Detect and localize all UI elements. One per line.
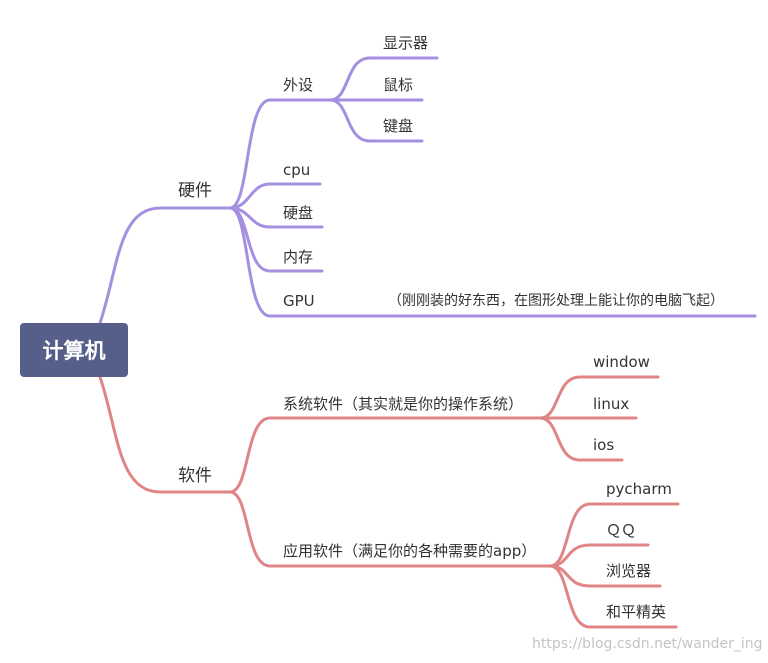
node-linux[interactable]: linux bbox=[593, 395, 630, 413]
node-peripheral[interactable]: 外设 bbox=[283, 76, 314, 94]
node-cpu[interactable]: cpu bbox=[283, 161, 311, 179]
link-system-window bbox=[538, 375, 660, 420]
link-app-game bbox=[548, 564, 678, 629]
node-qq[interactable]: ＱＱ bbox=[606, 521, 637, 539]
link-system-ios bbox=[538, 416, 624, 462]
node-memory[interactable]: 内存 bbox=[283, 248, 314, 266]
link-peripheral-keyboard bbox=[328, 98, 424, 143]
link-peripheral-monitor bbox=[328, 56, 439, 102]
node-gpu-note[interactable]: （刚刚装的好东西，在图形处理上能让你的电脑飞起） bbox=[388, 293, 724, 309]
root-node[interactable]: 计算机 bbox=[20, 323, 128, 377]
node-system-software[interactable]: 系统软件（其实就是你的操作系统） bbox=[283, 395, 524, 413]
node-game[interactable]: 和平精英 bbox=[606, 603, 667, 621]
link-software-application bbox=[228, 490, 552, 568]
node-ios[interactable]: ios bbox=[593, 436, 615, 454]
link-app-pycharm bbox=[548, 502, 680, 568]
link-software-system bbox=[228, 416, 542, 494]
link-hardware-gpu bbox=[228, 206, 757, 318]
node-gpu[interactable]: GPU bbox=[283, 292, 315, 310]
node-window[interactable]: window bbox=[593, 353, 650, 371]
node-browser[interactable]: 浏览器 bbox=[606, 562, 652, 580]
node-disk[interactable]: 硬盘 bbox=[283, 204, 314, 222]
node-mouse[interactable]: 鼠标 bbox=[383, 76, 414, 94]
node-monitor[interactable]: 显示器 bbox=[383, 34, 429, 52]
watermark: https://blog.csdn.net/wander_ing bbox=[532, 636, 763, 652]
link-root-software bbox=[98, 375, 232, 494]
node-application-software[interactable]: 应用软件（满足你的各种需要的app） bbox=[283, 542, 537, 560]
node-pycharm[interactable]: pycharm bbox=[606, 480, 672, 498]
node-software[interactable]: 软件 bbox=[178, 466, 212, 486]
link-root-hardware bbox=[98, 206, 232, 325]
node-hardware[interactable]: 硬件 bbox=[178, 181, 212, 201]
node-keyboard[interactable]: 键盘 bbox=[383, 117, 414, 135]
link-hardware-peripheral bbox=[228, 98, 332, 210]
